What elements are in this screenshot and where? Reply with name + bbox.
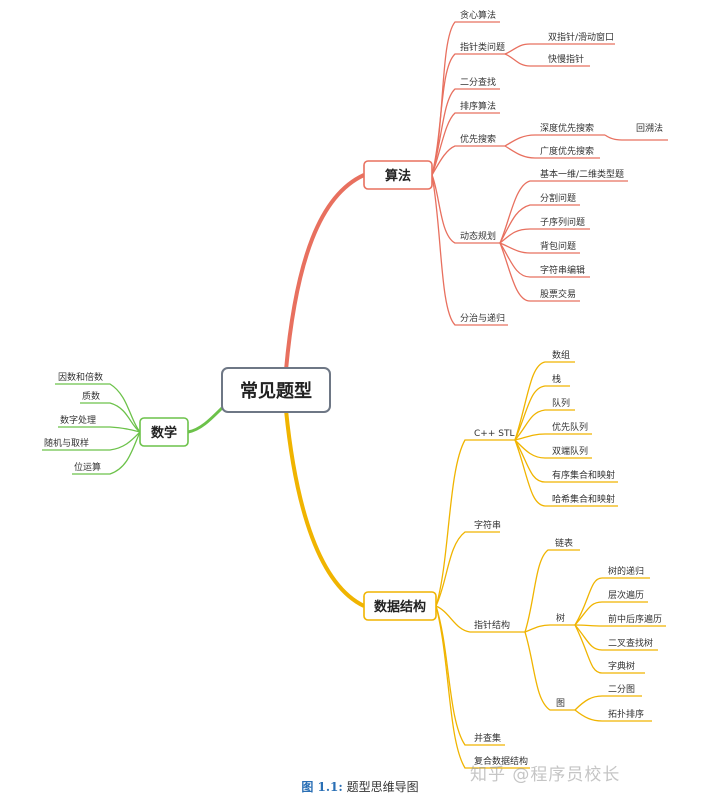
root-node[interactable]	[221, 367, 331, 413]
node-stl-stack: 栈	[552, 373, 561, 385]
node-pointer: 指针类问题	[460, 41, 505, 53]
ds-node[interactable]	[363, 591, 437, 621]
node-stl-pq: 优先队列	[552, 421, 588, 433]
caption-number: 图 1.1:	[301, 780, 343, 794]
caption-title: 题型思维导图	[346, 780, 419, 794]
node-dp-edit: 字符串编辑	[540, 264, 585, 276]
algo-label: 算法	[385, 168, 411, 184]
node-bfs: 广度优先搜索	[540, 145, 594, 157]
node-dfs: 深度优先搜索	[540, 122, 594, 134]
node-random: 随机与取样	[44, 437, 89, 449]
ds-branch	[284, 361, 666, 769]
node-graph-bip: 二分图	[608, 684, 635, 695]
node-tree-level: 层次遍历	[608, 589, 644, 601]
node-tree-trie: 字典树	[608, 660, 635, 672]
node-graph-topo: 拓扑排序	[608, 708, 644, 720]
node-sort: 排序算法	[460, 100, 496, 112]
node-pointer-fast: 快慢指针	[548, 53, 584, 65]
algorithm-branch	[284, 21, 668, 371]
node-ptr-graph: 图	[556, 698, 565, 709]
node-tree-bst: 二叉查找树	[608, 637, 653, 649]
node-dp-split: 分割问题	[540, 192, 576, 204]
math-branch	[42, 383, 224, 475]
node-tree-order: 前中后序遍历	[608, 613, 662, 625]
node-greedy: 贪心算法	[460, 9, 496, 21]
node-backtrack: 回溯法	[636, 122, 663, 134]
node-divide: 分治与递归	[460, 312, 505, 324]
node-stl: C++ STL	[474, 429, 514, 439]
node-stl-array: 数组	[552, 349, 570, 361]
node-ptr-tree: 树	[556, 612, 565, 624]
node-factors: 因数和倍数	[58, 371, 103, 383]
node-dp-knapsack: 背包问题	[540, 240, 576, 252]
node-stl-ordered: 有序集合和映射	[552, 469, 615, 481]
ds-label: 数据结构	[374, 599, 426, 615]
root-label: 常见题型	[240, 380, 312, 402]
math-leaves: 因数和倍数 质数 数字处理 随机与取样 位运算	[44, 371, 103, 473]
node-stl-deque: 双端队列	[552, 445, 588, 457]
node-binsearch: 二分查找	[460, 76, 496, 88]
math-label: 数学	[151, 425, 177, 441]
node-numproc: 数字处理	[60, 414, 96, 426]
node-ptr: 指针结构	[474, 619, 510, 631]
node-dp-basic: 基本一维/二维类型题	[540, 168, 624, 180]
algo-leaves: 贪心算法 指针类问题 双指针/滑动窗口 快慢指针 二分查找 排序算法 优先搜索 …	[460, 9, 663, 324]
node-unionfind: 并查集	[474, 732, 501, 744]
math-node[interactable]	[139, 417, 189, 447]
node-stl-hash: 哈希集合和映射	[552, 493, 615, 505]
node-dp: 动态规划	[460, 230, 496, 242]
node-bitops: 位运算	[74, 461, 101, 473]
watermark: 知乎 @程序员校长	[470, 765, 621, 785]
node-pointer-two: 双指针/滑动窗口	[548, 31, 614, 43]
node-search: 优先搜索	[460, 133, 496, 145]
node-stl-queue: 队列	[552, 397, 570, 409]
algo-node[interactable]	[363, 160, 433, 190]
node-composite: 复合数据结构	[474, 755, 528, 767]
ds-leaves: C++ STL 数组 栈 队列 优先队列 双端队列 有序集合和映射 哈希集合和映…	[474, 349, 662, 767]
node-string: 字符串	[474, 519, 501, 531]
node-primes: 质数	[82, 390, 100, 402]
node-ptr-list: 链表	[555, 537, 573, 549]
node-tree-rec: 树的递归	[608, 565, 644, 577]
node-dp-stock: 股票交易	[540, 288, 576, 300]
node-dp-subseq: 子序列问题	[540, 216, 585, 228]
figure-caption: 图 1.1: 题型思维导图	[0, 778, 720, 795]
